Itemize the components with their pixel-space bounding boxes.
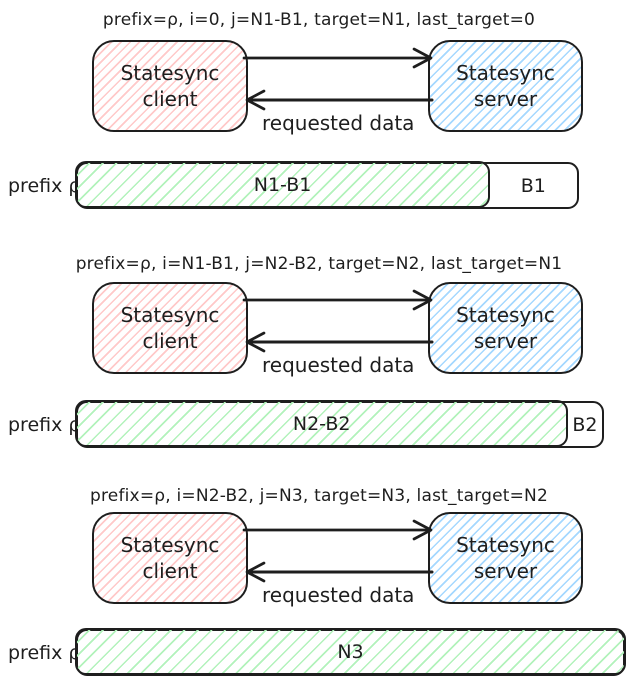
statesync-server-label: Statesync server	[456, 533, 555, 583]
remainder-segment-label: B2	[572, 413, 598, 436]
request-response-arrows-icon	[242, 519, 434, 583]
statesync-server-box: Statesync server	[428, 282, 583, 374]
statesync-client-box: Statesync client	[92, 40, 248, 132]
stage-2-parameters: prefix=ρ, i=N1-B1, j=N2-B2, target=N2, l…	[75, 254, 563, 274]
stage-3: prefix=ρ, i=N2-B2, j=N3, target=N3, last…	[0, 478, 638, 682]
state-bar-row: prefix ρ N1-B1 B1	[8, 161, 579, 209]
response-arrow-label: requested data	[262, 583, 415, 607]
state-bar-row: prefix ρ N2-B2 B2	[8, 400, 604, 448]
statesync-server-box: Statesync server	[428, 512, 583, 604]
statesync-client-label: Statesync client	[120, 61, 220, 111]
bar-prefix-label: prefix ρ	[8, 413, 81, 436]
state-bar: N1-B1 B1	[75, 161, 579, 209]
bar-prefix-label: prefix ρ	[8, 641, 81, 664]
stage-2: prefix=ρ, i=N1-B1, j=N2-B2, target=N2, l…	[0, 248, 638, 478]
response-arrow-label: requested data	[262, 353, 415, 377]
state-bar-filled-segment: N2-B2	[75, 400, 568, 448]
stage-1-parameters: prefix=ρ, i=0, j=N1-B1, target=N1, last_…	[102, 10, 536, 30]
statesync-client-box: Statesync client	[92, 512, 248, 604]
response-arrow-label: requested data	[262, 111, 415, 135]
filled-segment-label: N3	[337, 640, 364, 663]
statesync-client-label: Statesync client	[120, 533, 220, 583]
request-response-arrows-icon	[242, 47, 434, 111]
statesync-client-label: Statesync client	[120, 303, 220, 353]
state-bar-row: prefix ρ N3	[8, 628, 626, 676]
state-bar-filled-segment: N1-B1	[75, 161, 490, 209]
stage-3-parameters: prefix=ρ, i=N2-B2, j=N3, target=N3, last…	[89, 486, 548, 506]
statesync-server-label: Statesync server	[456, 61, 555, 111]
filled-segment-label: N2-B2	[292, 412, 351, 435]
request-response-arrows-icon	[242, 289, 434, 353]
filled-segment-label: N1-B1	[253, 173, 312, 196]
state-bar: N3	[75, 628, 626, 676]
statesync-client-box: Statesync client	[92, 282, 248, 374]
remainder-segment-label: B1	[520, 174, 546, 197]
state-bar: N2-B2 B2	[75, 400, 604, 448]
stage-1: prefix=ρ, i=0, j=N1-B1, target=N1, last_…	[0, 6, 638, 236]
statesync-server-box: Statesync server	[428, 40, 583, 132]
bar-prefix-label: prefix ρ	[8, 174, 81, 197]
statesync-server-label: Statesync server	[456, 303, 555, 353]
state-bar-filled-segment: N3	[75, 628, 626, 676]
